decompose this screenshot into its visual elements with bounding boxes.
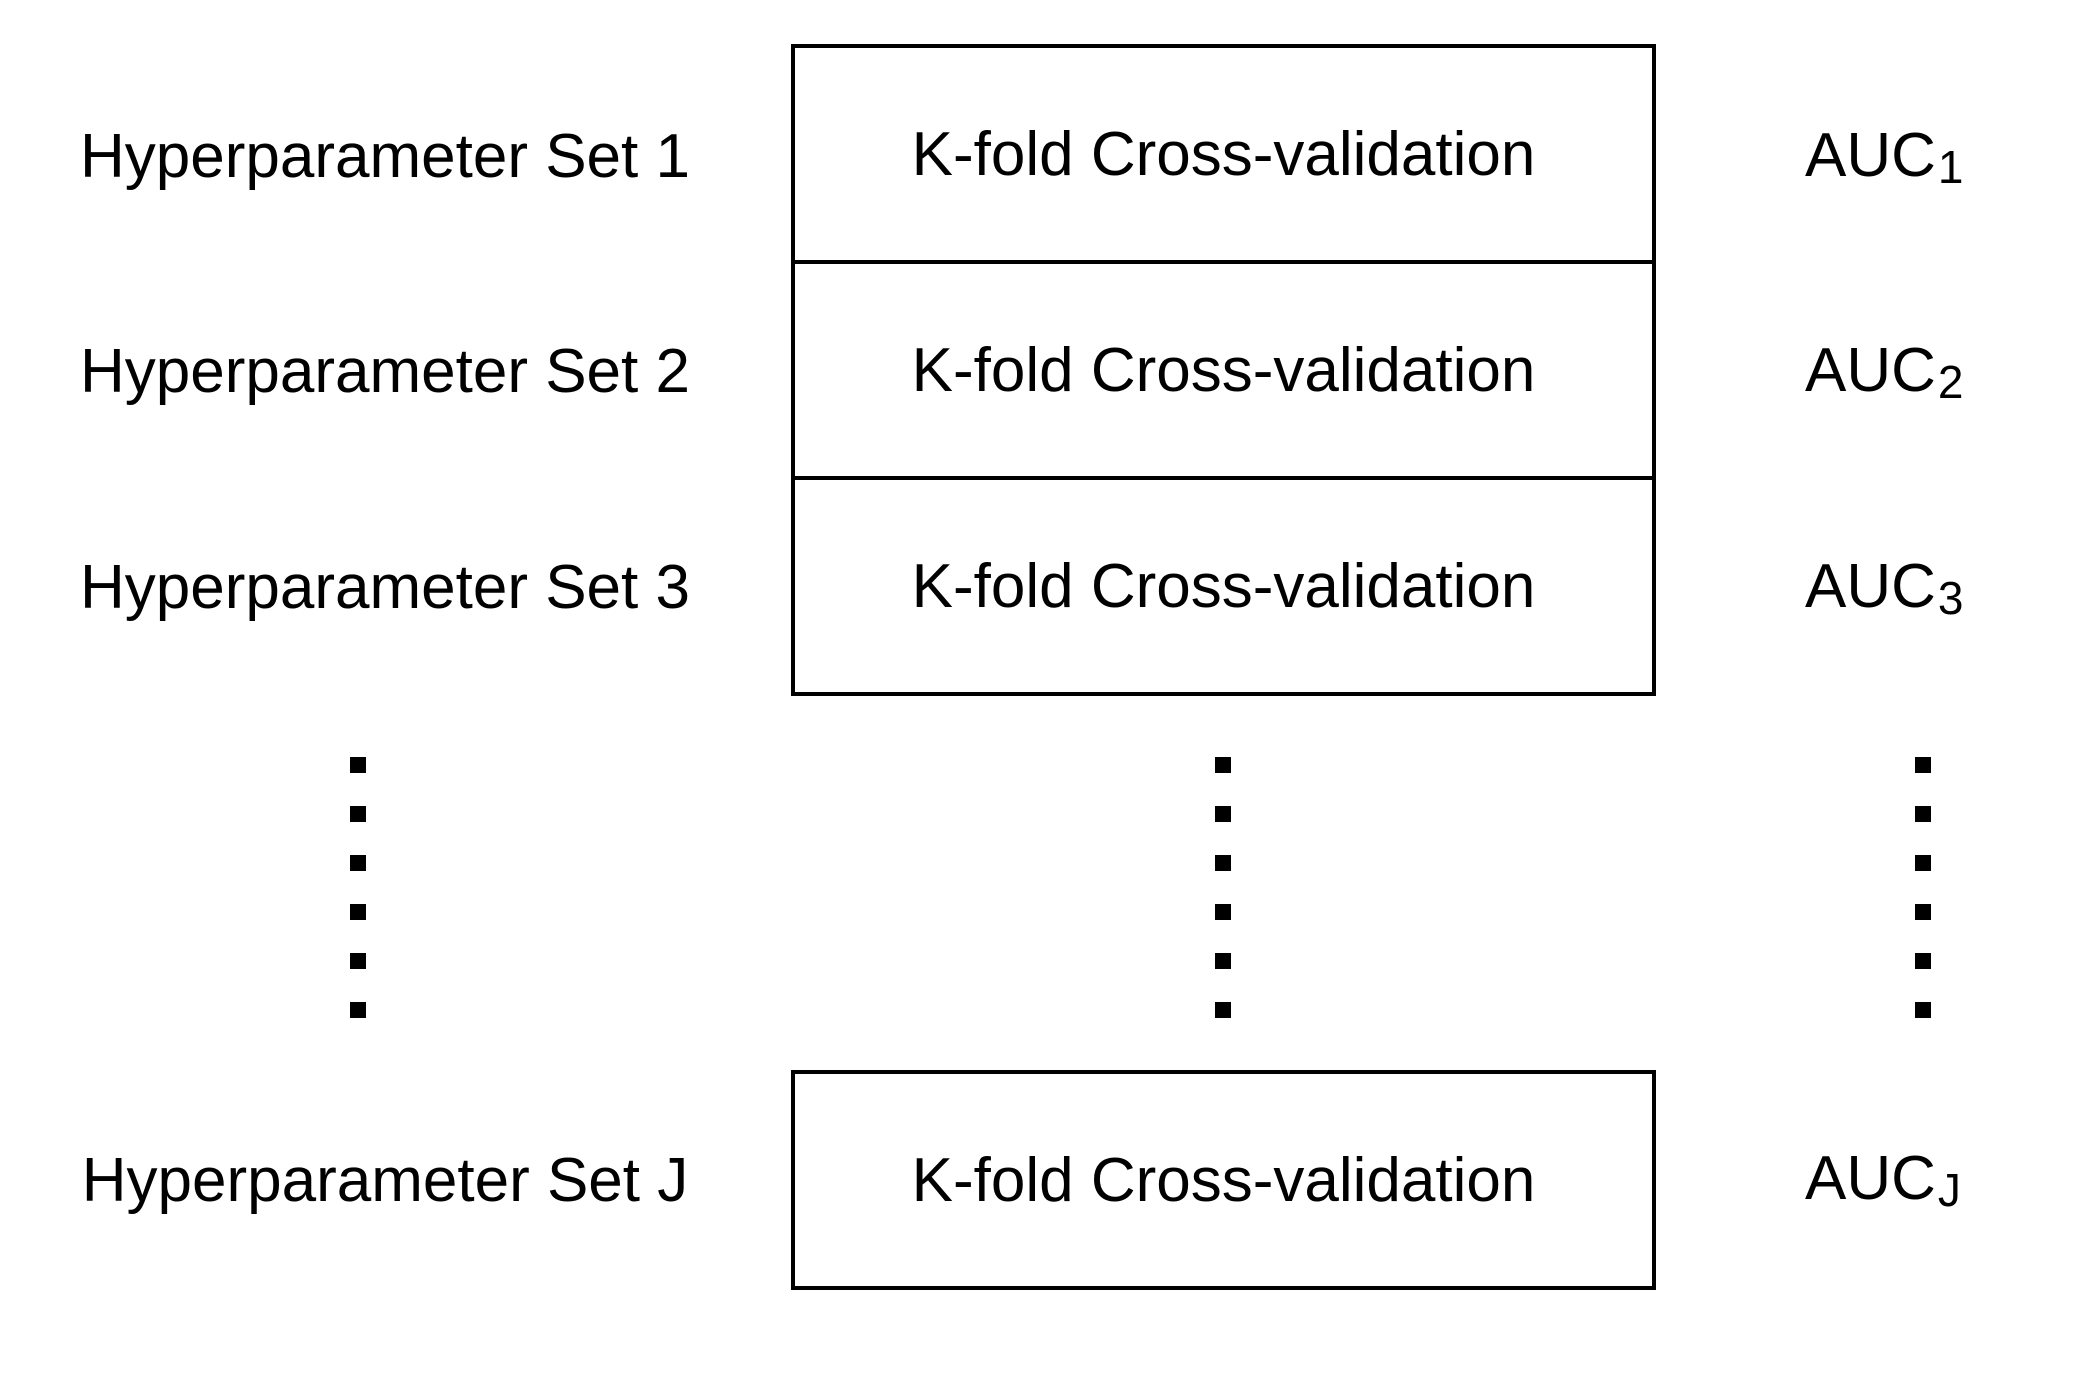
ellipsis-cross-validation-column [1215, 757, 1231, 1018]
cross-validation-box-3-label: K-fold Cross-validation [911, 551, 1536, 621]
cross-validation-box-1: K-fold Cross-validation [791, 44, 1656, 264]
ellipsis-dot [1215, 757, 1231, 773]
ellipsis-hyperparameter-column [350, 757, 366, 1018]
ellipsis-dot [1915, 855, 1931, 871]
ellipsis-dot [1915, 1002, 1931, 1018]
ellipsis-dot [1915, 757, 1931, 773]
ellipsis-dot [350, 1002, 366, 1018]
auc-1-subscript: 1 [1937, 141, 1964, 193]
cross-validation-box-j-label: K-fold Cross-validation [911, 1145, 1536, 1215]
ellipsis-dot [1915, 904, 1931, 920]
auc-3-text: AUC [1805, 551, 1936, 621]
auc-j-text: AUC [1805, 1143, 1936, 1213]
hyperparameter-set-3-label: Hyperparameter Set 3 [80, 552, 690, 622]
cross-validation-box-2-label: K-fold Cross-validation [911, 335, 1536, 405]
auc-2-subscript: 2 [1937, 356, 1964, 408]
cross-validation-box-3: K-fold Cross-validation [791, 476, 1656, 696]
ellipsis-dot [1915, 953, 1931, 969]
hyperparameter-set-1-label: Hyperparameter Set 1 [80, 121, 690, 191]
cross-validation-box-1-label: K-fold Cross-validation [911, 119, 1536, 189]
ellipsis-dot [1215, 855, 1231, 871]
ellipsis-dot [350, 904, 366, 920]
auc-3-subscript: 3 [1937, 572, 1964, 624]
ellipsis-dot [350, 806, 366, 822]
ellipsis-dot [350, 855, 366, 871]
ellipsis-auc-column [1915, 757, 1931, 1018]
auc-2-text: AUC [1805, 335, 1936, 405]
auc-j-subscript: J [1937, 1164, 1961, 1216]
ellipsis-dot [1915, 806, 1931, 822]
hyperparameter-set-j-label: Hyperparameter Set J [81, 1145, 689, 1215]
ellipsis-dot [1215, 1002, 1231, 1018]
cross-validation-box-j: K-fold Cross-validation [791, 1070, 1656, 1290]
ellipsis-dot [350, 953, 366, 969]
hyperparameter-set-2-label: Hyperparameter Set 2 [80, 336, 690, 406]
ellipsis-dot [350, 757, 366, 773]
cross-validation-box-2: K-fold Cross-validation [791, 260, 1656, 480]
ellipsis-dot [1215, 904, 1231, 920]
ellipsis-dot [1215, 806, 1231, 822]
ellipsis-dot [1215, 953, 1231, 969]
auc-1-text: AUC [1805, 120, 1936, 190]
